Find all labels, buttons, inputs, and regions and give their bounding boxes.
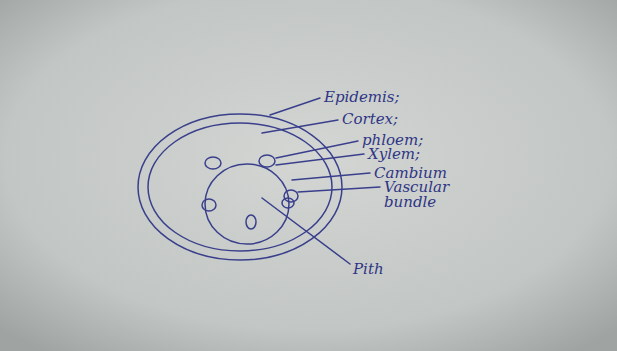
part-label: Cambium — [374, 166, 447, 181]
vascular-bundle — [282, 198, 294, 208]
part-label: Pith — [353, 262, 384, 277]
part-label: Cortex; — [342, 112, 398, 127]
leader-line — [262, 120, 338, 133]
vascular-bundle — [284, 190, 298, 202]
part-label: phloem; — [362, 133, 423, 148]
leader-line — [276, 141, 358, 158]
vascular-bundle — [259, 155, 275, 167]
part-label: Epidemis; — [324, 90, 400, 105]
leader-line — [292, 173, 370, 180]
leader-line — [262, 198, 350, 264]
leader-line — [298, 187, 380, 192]
vascular-bundle — [205, 157, 221, 169]
part-label: Vascular bundle — [384, 180, 454, 210]
epidermis-outline — [138, 114, 342, 260]
part-label: Xylem; — [368, 147, 420, 162]
leader-line — [270, 98, 320, 115]
pith-outline — [205, 164, 289, 244]
vascular-bundle — [246, 215, 256, 229]
leader-line — [276, 154, 364, 165]
cortex-outline — [148, 123, 332, 251]
vascular-bundle — [202, 199, 216, 211]
